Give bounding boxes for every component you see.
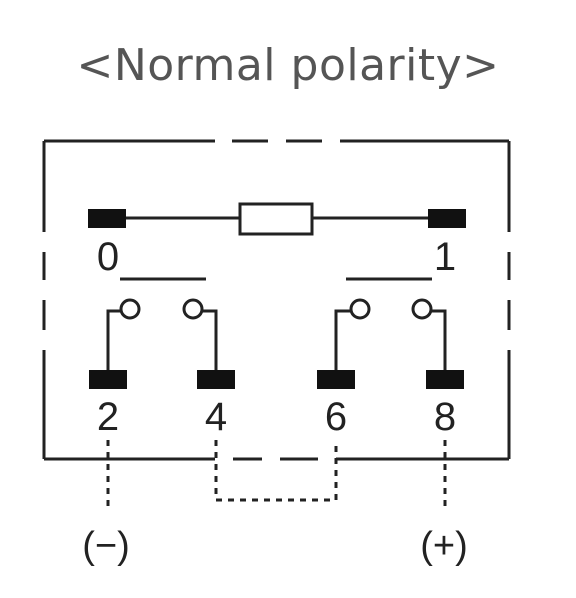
terminal-0-pad — [88, 209, 126, 228]
terminal-8-pad — [426, 370, 464, 389]
terminal-label-1: 1 — [434, 235, 456, 279]
terminal-label-6: 6 — [325, 395, 347, 439]
terminal-6-pad — [317, 370, 355, 389]
diagram-title: <Normal polarity> — [76, 40, 500, 91]
terminal-4-pad — [197, 370, 235, 389]
contact-wire-4 — [202, 309, 218, 372]
terminal-label-8: 8 — [434, 395, 456, 439]
contact-circle-6 — [349, 298, 371, 320]
contact-wire-8 — [431, 309, 447, 372]
polarity-positive-label: (+) — [420, 525, 468, 567]
terminal-label-2: 2 — [97, 395, 119, 439]
terminal-label-0: 0 — [97, 235, 119, 279]
external-jumper-4-6 — [214, 440, 338, 502]
terminal-label-4: 4 — [205, 395, 227, 439]
terminal-2-pad — [89, 370, 127, 389]
terminal-1-pad — [428, 209, 466, 228]
coil-element — [238, 202, 314, 236]
contact-circle-2 — [119, 298, 141, 320]
contact-circle-4 — [182, 298, 204, 320]
contact-circle-8 — [411, 298, 433, 320]
contact-wire-2 — [106, 309, 121, 372]
contact-wire-6 — [334, 309, 351, 372]
polarity-negative-label: (−) — [82, 525, 130, 567]
